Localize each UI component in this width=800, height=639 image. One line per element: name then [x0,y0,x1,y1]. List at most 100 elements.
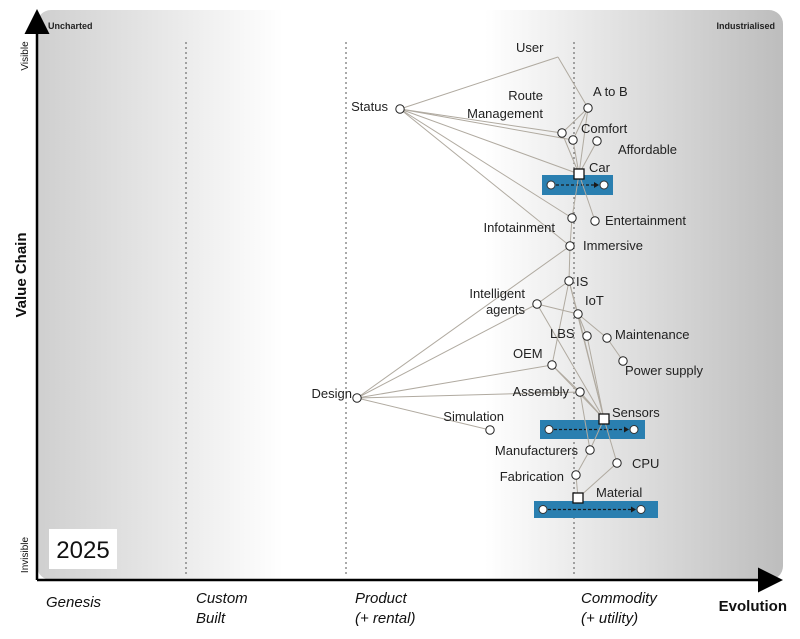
fabrication-node [571,470,581,480]
immersive-node [565,241,575,251]
stage-custom-built: Custom Built [196,590,252,627]
evolution-bars-layer [534,175,658,518]
link-route-car [561,132,580,175]
link-car-entertainment [578,173,596,222]
link-status-car [399,108,580,175]
link-iot-sensors [577,313,605,420]
component-affordable[interactable]: Affordable [592,136,677,157]
uncharted-label: Uncharted [48,21,93,31]
route-node [557,128,567,138]
component-status[interactable]: Status [351,99,405,114]
stage-product: Product (+ rental) [355,590,415,627]
link-oem-assembly [551,364,581,393]
year-label: 2025 [56,537,109,564]
link-agents-iot [536,303,579,315]
atob-node [583,103,593,113]
industrialised-label: Industrialised [716,21,775,31]
user-label: User [516,40,544,55]
iot-node [573,309,583,319]
component-assembly[interactable]: Assembly [513,384,585,399]
affordable-node [592,136,602,146]
invisible-label: Invisible [20,537,31,574]
power-label: Power supply [625,363,704,378]
map-background [37,10,783,580]
link-user-status [399,56,559,110]
component-material[interactable]: Material [572,485,642,504]
component-cpu[interactable]: CPU [612,456,660,471]
design-node [352,393,362,403]
car-label: Car [589,160,611,175]
link-design-assembly [356,391,581,399]
link-lbs-sensors [586,335,605,420]
sensors-label: Sensors [612,405,660,420]
link-user-atob [557,56,589,109]
cpu-label: CPU [632,456,659,471]
component-is[interactable]: IS [564,274,589,289]
component-design[interactable]: Design [312,386,362,403]
component-fabrication[interactable]: Fabrication [500,469,581,484]
link-sensors-cpu [603,418,618,464]
atob-label: A to B [593,84,628,99]
component-entertainment[interactable]: Entertainment [590,213,687,228]
status-node [395,104,405,114]
component-oem[interactable]: OEM [513,346,557,370]
immersive-label: Immersive [583,238,643,253]
component-comfort[interactable]: Comfort [568,121,628,145]
oem-node [547,360,557,370]
component-power[interactable]: Power supply [618,356,704,378]
link-cpu-material [577,462,618,499]
link-atob-car [578,107,589,175]
component-iot[interactable]: IoT [573,293,604,319]
is-node [564,276,574,286]
component-user[interactable]: User [516,40,544,55]
link-design-simulation [356,397,491,431]
links-layer [356,56,624,499]
oem-label: OEM [513,346,543,361]
visible-label: Visible [20,41,31,71]
material-label: Material [596,485,642,500]
year-box [49,529,117,569]
design-label: Design [312,386,352,401]
power-node [618,356,628,366]
link-assembly-manufacturers [579,391,591,451]
link-manufacturers-fabrication [575,449,591,476]
component-atob[interactable]: A to B [583,84,628,113]
link-oem-design [356,364,553,399]
evolution-label: Evolution [719,598,787,615]
evolution-bar-sensors [540,420,645,439]
component-sensors[interactable]: Sensors [598,405,660,425]
entertainment-node [590,216,600,226]
link-comfort-car [572,139,580,175]
stage-commodity: Commodity (+ utility) [581,590,661,627]
agents-node [532,299,542,309]
material-node [572,492,584,504]
component-car[interactable]: Car [573,160,611,180]
manufacturers-node [585,445,595,455]
link-status-comfort [399,108,574,141]
comfort-label: Comfort [581,121,628,136]
simulation-node [485,425,495,435]
component-maintenance[interactable]: Maintenance [602,327,690,343]
assembly-label: Assembly [513,384,570,399]
fabrication-label: Fabrication [500,469,564,484]
infotainment-node [567,213,577,223]
component-lbs[interactable]: LBS [550,326,592,341]
simulation-label: Simulation [443,409,504,424]
link-car-infotainment [571,173,580,219]
component-infotainment[interactable]: Infotainment [483,213,577,235]
link-immersive-design [356,245,571,399]
component-manufacturers[interactable]: Manufacturers [495,443,595,458]
link-iot-maintenance [577,313,608,339]
link-status-route [399,108,563,134]
component-immersive[interactable]: Immersive [565,238,643,253]
sensors-node [598,413,610,425]
component-simulation[interactable]: Simulation [443,409,504,435]
is-label: IS [576,274,589,289]
iot-label: IoT [585,293,604,308]
evolution-bar-material [534,501,658,518]
